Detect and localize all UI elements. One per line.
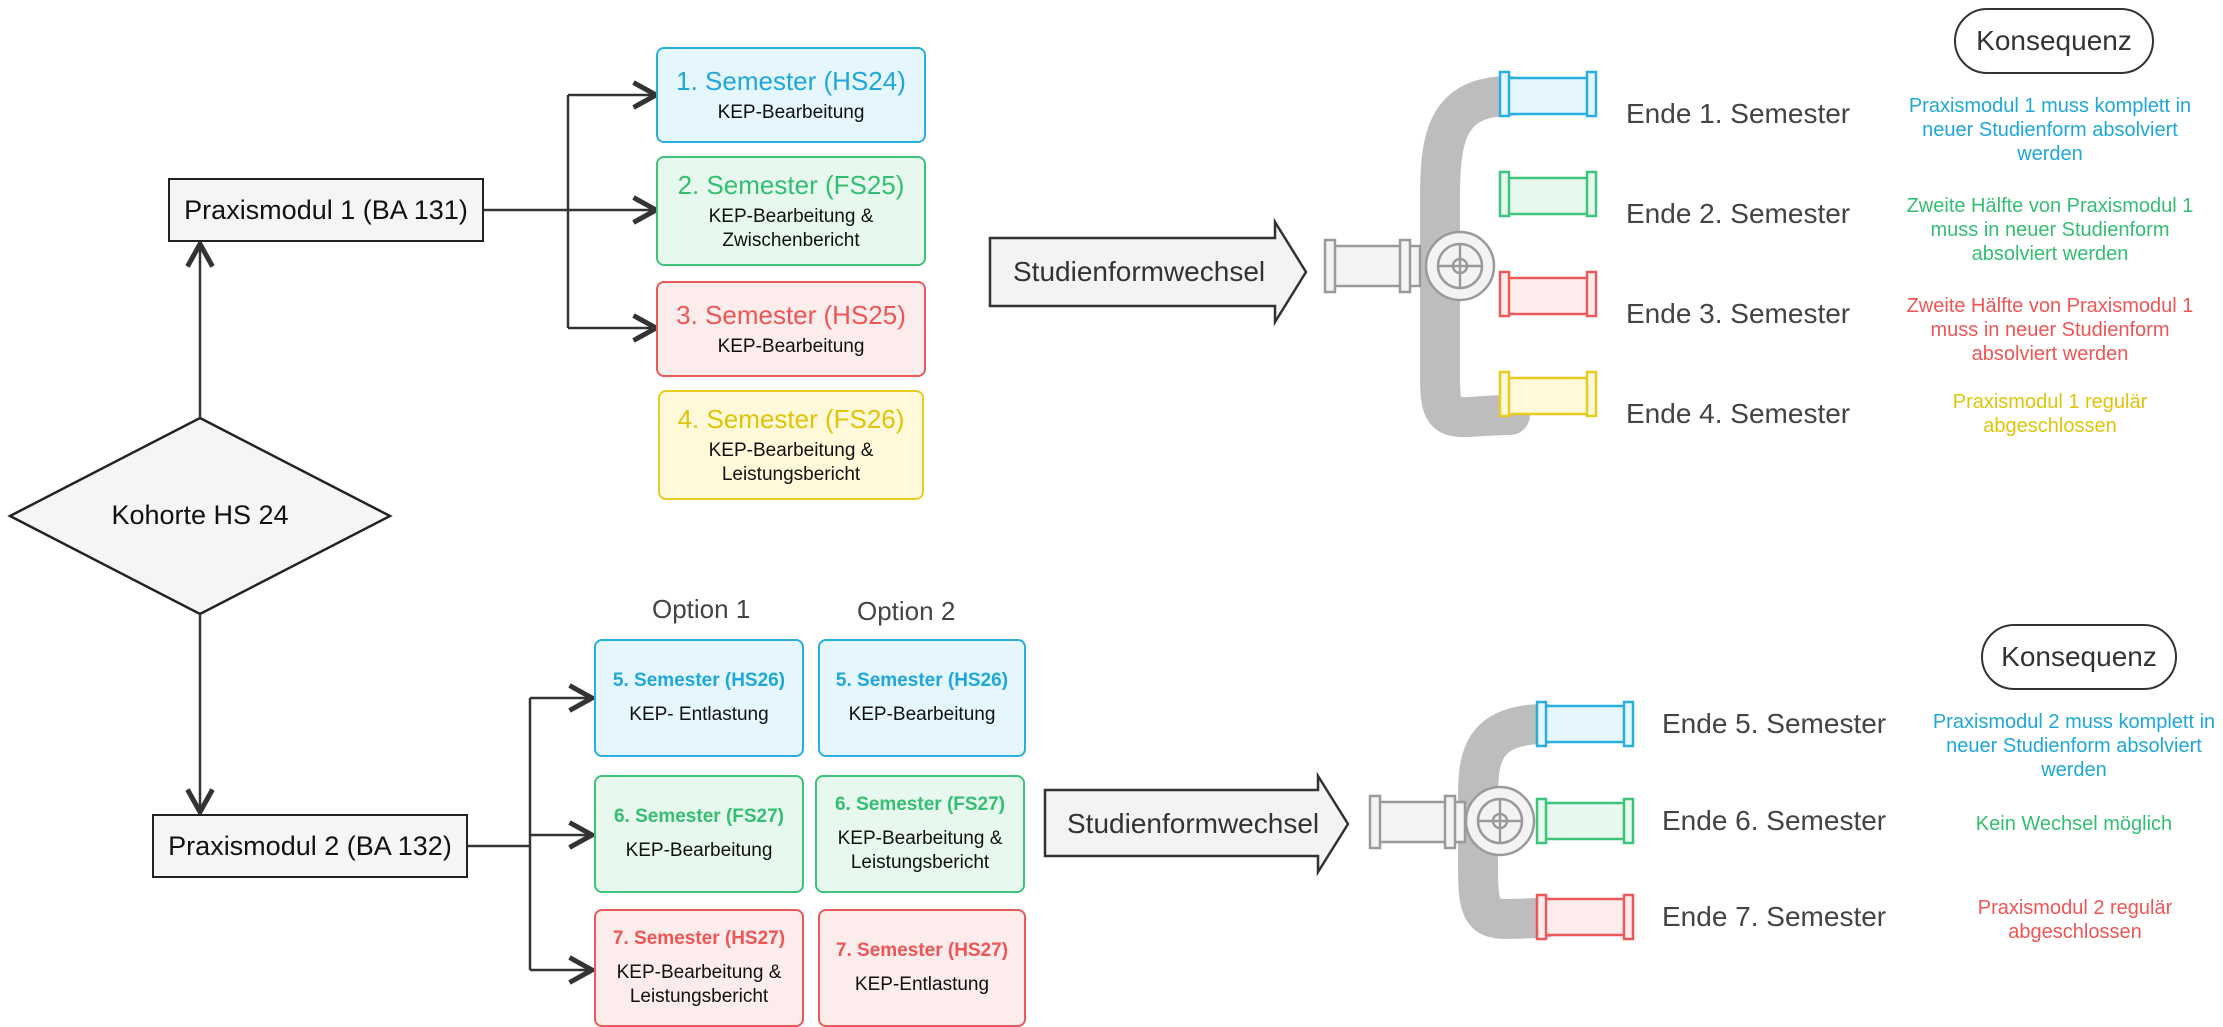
end-semester-3-label: Ende 3. Semester	[1626, 298, 1851, 329]
option-2-label: Option 2	[857, 596, 956, 626]
pipe-manifold-1	[1323, 70, 1598, 438]
end-semester-7-label: Ende 7. Semester	[1662, 901, 1887, 932]
option1-semester-5-title: 5. Semester (HS26)	[612, 670, 786, 691]
semester-4-title: 4. Semester (FS26)	[677, 404, 905, 434]
semester-3-box: 3. Semester (HS25) KEP-Bearbeitung	[656, 281, 926, 377]
end-semester-1-label: Ende 1. Semester	[1626, 98, 1851, 129]
pipe-manifold-2	[1368, 700, 1635, 941]
switch-arrow-1	[988, 217, 1308, 327]
option1-semester-6-sub: KEP-Bearbeitung	[625, 840, 773, 861]
option1-semester-5-box: 5. Semester (HS26) KEP- Entlastung	[594, 639, 804, 757]
consequence-2: Zweite Hälfte von Praxismodul 1 muss in …	[1906, 195, 2194, 265]
option2-semester-7-sub: KEP-Entlastung	[854, 974, 990, 995]
switch-label-1: Studienformwechsel	[1013, 256, 1266, 287]
option2-semester-6-box: 6. Semester (FS27) KEP-Bearbeitung & Lei…	[815, 775, 1025, 893]
option1-semester-6-title: 6. Semester (FS27)	[613, 806, 785, 827]
consequence-4: Praxismodul 1 regulär abgeschlossen	[1952, 391, 2148, 437]
semester-3-sub: KEP-Bearbeitung	[717, 336, 865, 357]
option2-semester-6-sub: KEP-Bearbeitung & Leistungsbericht	[837, 828, 1003, 873]
consequence-7: Praxismodul 2 regulär abgeschlossen	[1977, 897, 2173, 943]
semester-1-sub: KEP-Bearbeitung	[717, 102, 865, 123]
semester-1-box: 1. Semester (HS24) KEP-Bearbeitung	[656, 47, 926, 143]
kohorte-label: Kohorte HS 24	[111, 500, 289, 530]
consequence-3: Zweite Hälfte von Praxismodul 1 muss in …	[1906, 295, 2194, 365]
semester-4-box: 4. Semester (FS26) KEP-Bearbeitung & Lei…	[658, 390, 924, 500]
switch-arrow-2	[1043, 771, 1350, 877]
option2-semester-6-title: 6. Semester (FS27)	[834, 794, 1006, 815]
semester-2-title: 2. Semester (FS25)	[677, 170, 905, 200]
semester-3-title: 3. Semester (HS25)	[676, 300, 906, 330]
end-semester-5-label: Ende 5. Semester	[1662, 708, 1887, 739]
option2-semester-7-title: 7. Semester (HS27)	[835, 940, 1009, 961]
praxismodul-2-box: Praxismodul 2 (BA 132)	[152, 814, 468, 878]
option1-semester-7-sub: KEP-Bearbeitung & Leistungsbericht	[616, 962, 782, 1007]
end-semester-2-label: Ende 2. Semester	[1626, 198, 1851, 229]
consequence-header-2: Konsequenz	[1981, 624, 2177, 690]
consequence-6: Kein Wechsel möglich	[1975, 813, 2173, 835]
end-semester-6-label: Ende 6. Semester	[1662, 805, 1887, 836]
option2-semester-5-box: 5. Semester (HS26) KEP-Bearbeitung	[818, 639, 1026, 757]
semester-1-title: 1. Semester (HS24)	[676, 66, 906, 96]
switch-label-2: Studienformwechsel	[1067, 808, 1320, 839]
consequence-5: Praxismodul 2 muss komplett in neuer Stu…	[1932, 711, 2216, 781]
end-semester-4-label: Ende 4. Semester	[1626, 398, 1851, 429]
option1-semester-7-box: 7. Semester (HS27) KEP-Bearbeitung & Lei…	[594, 909, 804, 1027]
consequence-1: Praxismodul 1 muss komplett in neuer Stu…	[1908, 95, 2192, 165]
praxismodul-1-box: Praxismodul 1 (BA 131)	[168, 178, 484, 242]
semester-2-box: 2. Semester (FS25) KEP-Bearbeitung & Zwi…	[656, 156, 926, 266]
option-1-label: Option 1	[652, 594, 751, 624]
semester-4-sub: KEP-Bearbeitung & Leistungsbericht	[708, 440, 874, 485]
option1-semester-6-box: 6. Semester (FS27) KEP-Bearbeitung	[594, 775, 804, 893]
option2-semester-5-sub: KEP-Bearbeitung	[848, 704, 996, 725]
semester-2-sub: KEP-Bearbeitung & Zwischenbericht	[708, 206, 874, 251]
option1-semester-5-sub: KEP- Entlastung	[629, 704, 769, 725]
option2-semester-5-title: 5. Semester (HS26)	[835, 670, 1009, 691]
option1-semester-7-title: 7. Semester (HS27)	[612, 928, 786, 949]
consequence-header-1: Konsequenz	[1954, 8, 2154, 74]
option2-semester-7-box: 7. Semester (HS27) KEP-Entlastung	[818, 909, 1026, 1027]
